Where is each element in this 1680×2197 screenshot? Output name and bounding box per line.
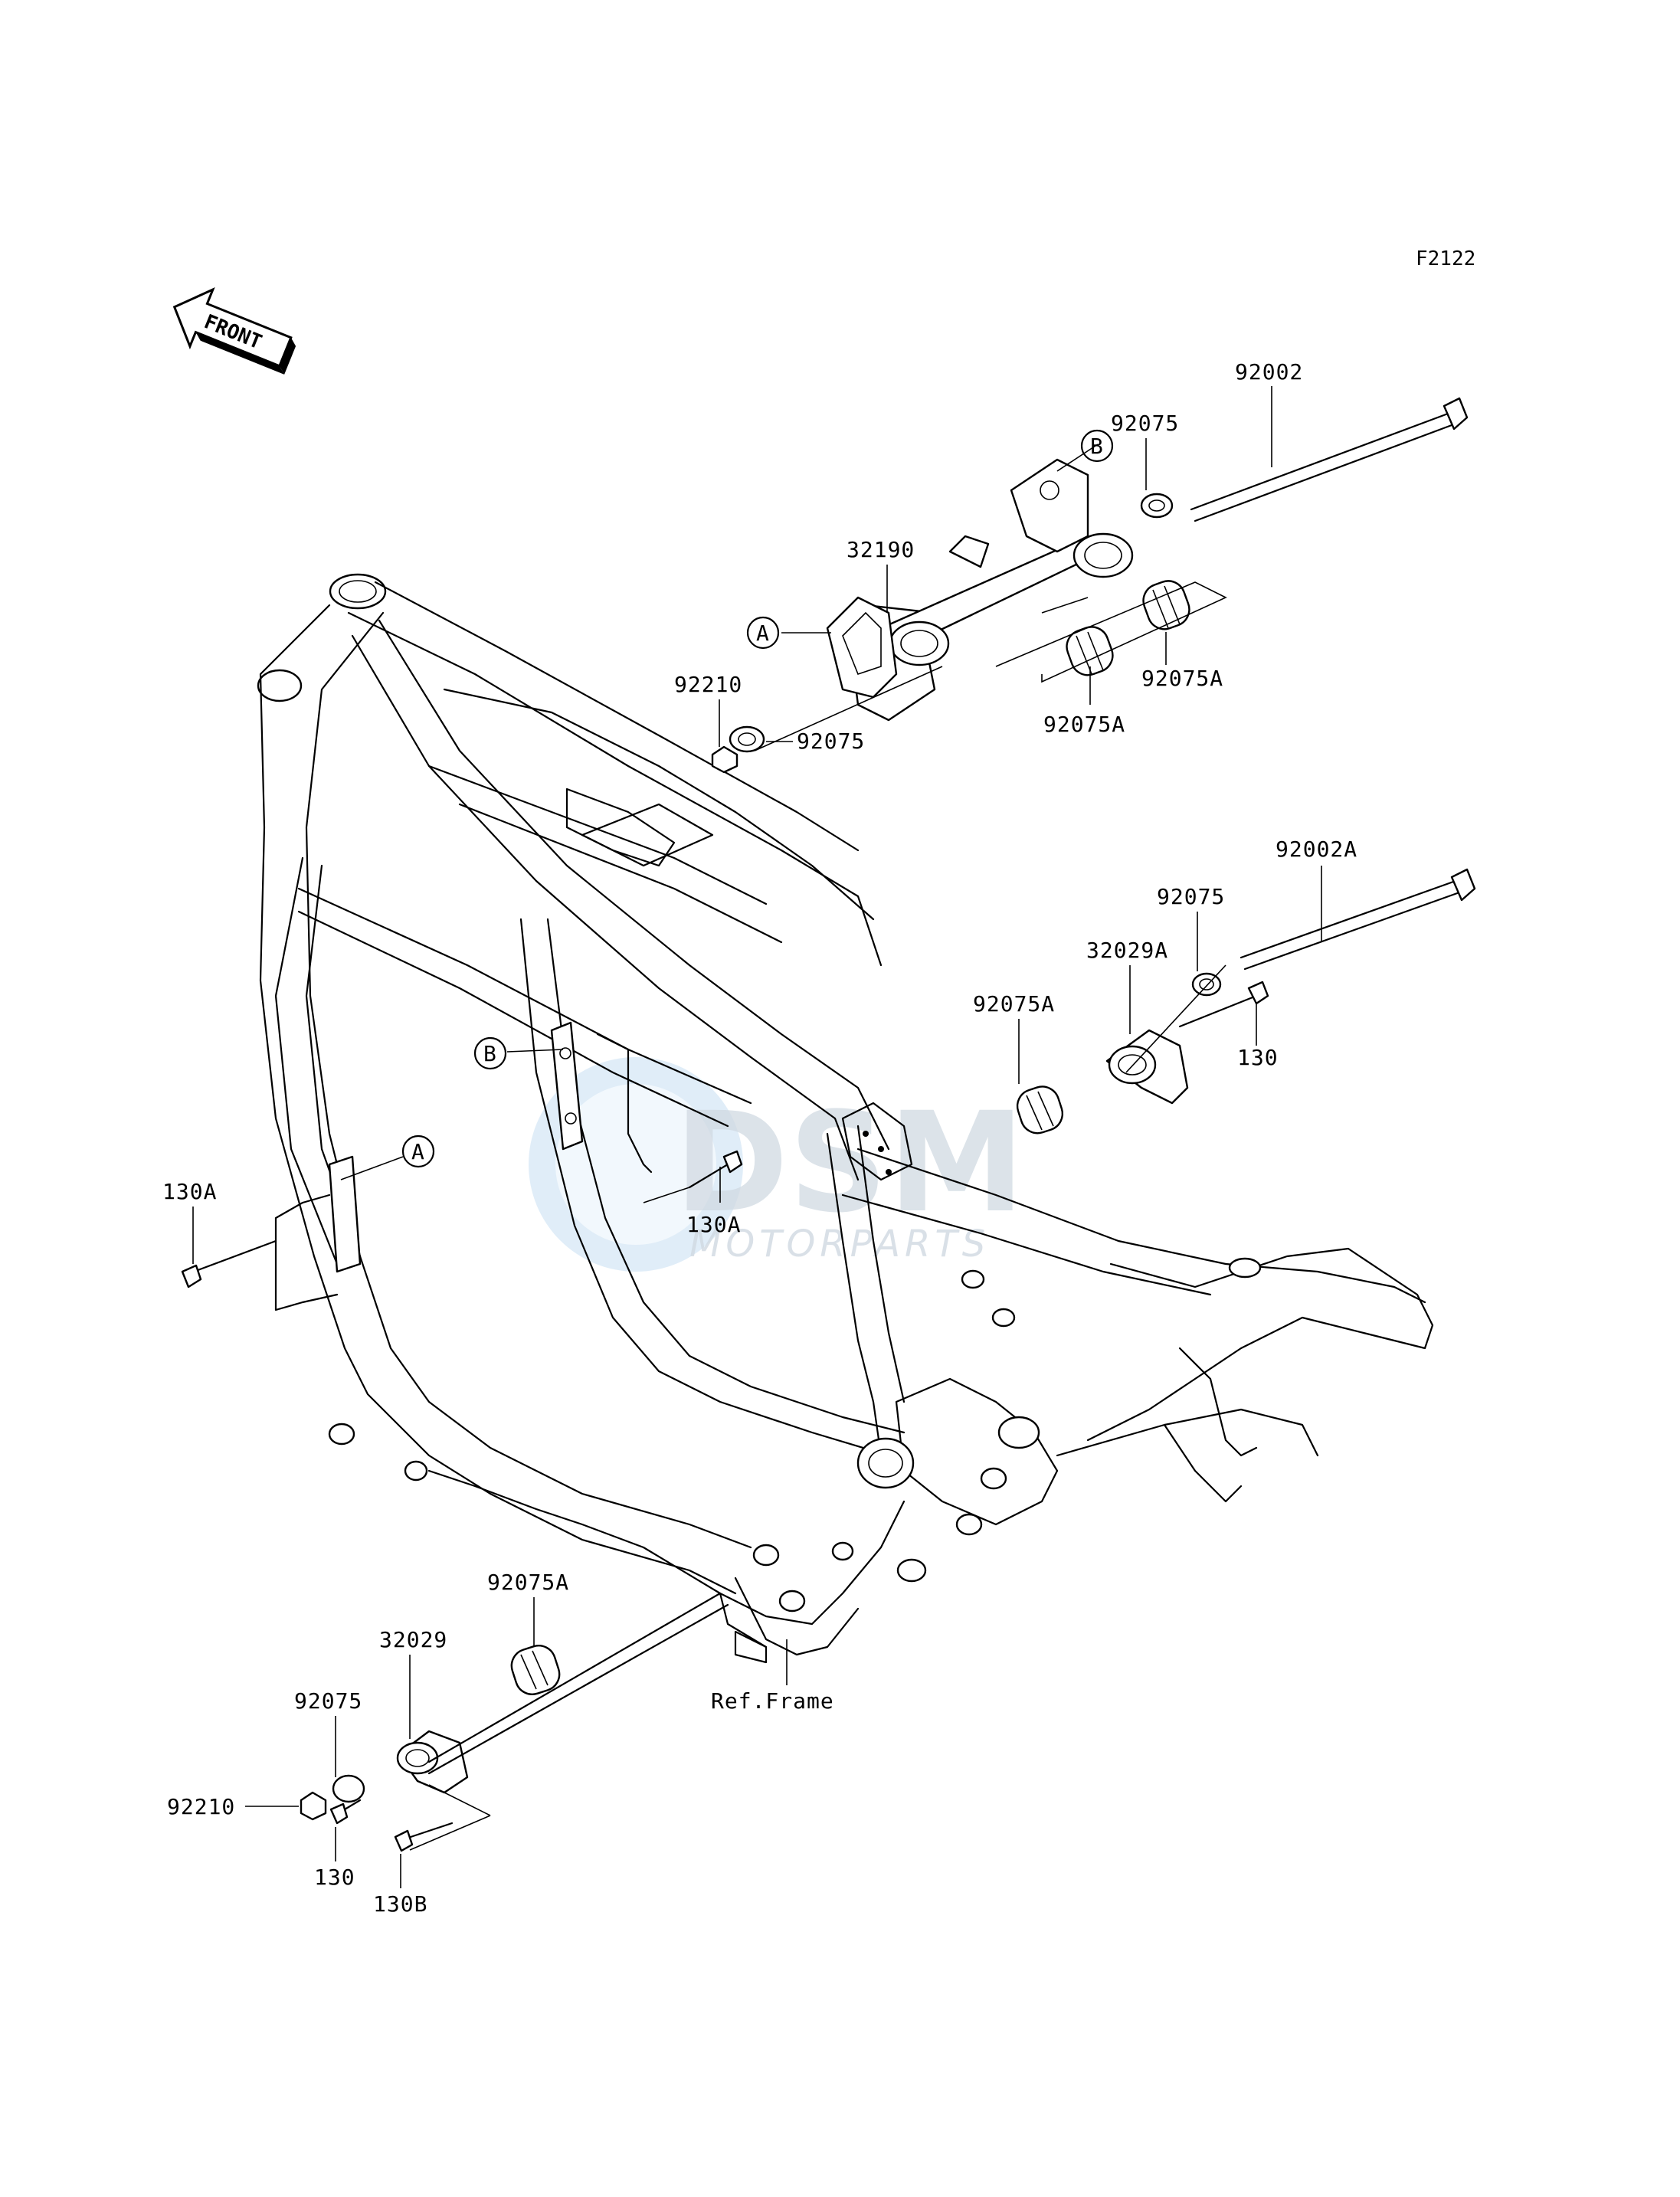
front-arrow-icon: FRONT [172, 287, 296, 375]
part-label-92075-r: 92075 [1157, 884, 1225, 909]
lower-engine-mount-32029 [300, 1592, 729, 1852]
watermark-sub: MOTORPARTS [689, 1223, 990, 1265]
part-label-130A-c: 130A [686, 1212, 741, 1237]
part-label-32190: 32190 [847, 537, 915, 562]
damper-92075A-upper [1142, 580, 1190, 630]
watermark: DSM MOTORPARTS [529, 1057, 1025, 1272]
part-label-92075-top: 92075 [1111, 411, 1179, 436]
part-label-92002: 92002 [1235, 359, 1303, 385]
callout-b-frame-label: B [483, 1041, 496, 1066]
callout-a-frame-label: A [411, 1139, 424, 1164]
callout-b-frame: B [473, 1036, 507, 1070]
bolt-130A-center [643, 1150, 743, 1203]
frame-bracket-a [274, 1155, 362, 1311]
callout-b-top: B [1080, 429, 1114, 463]
part-labels: 92002 92075 32190 92210 92075 92075A 920… [162, 359, 1357, 1917]
callout-b-top-label: B [1090, 434, 1103, 459]
part-label-130-b: 130 [314, 1865, 355, 1890]
part-label-92210-b: 92210 [167, 1794, 235, 1819]
frame [257, 573, 1434, 1664]
washer-92075-bottom [332, 1774, 365, 1803]
nut-92210-top-icon [711, 745, 738, 774]
damper-92075A-bottom [510, 1645, 561, 1695]
part-label-32029A: 32029A [1086, 938, 1168, 963]
damper-92075A-right [1016, 1085, 1064, 1135]
part-label-92075A-r2: 92075A [1043, 712, 1125, 737]
bushing-right [1073, 532, 1134, 578]
part-label-130A-l: 130A [162, 1179, 217, 1204]
part-label-92075-b: 92075 [294, 1688, 362, 1714]
part-label-32029: 32029 [379, 1627, 447, 1652]
ref-frame-label: Ref.Frame [711, 1688, 834, 1714]
part-label-92075-mid: 92075 [797, 729, 865, 754]
part-label-130-r: 130 [1237, 1045, 1279, 1070]
callout-a-frame: A [401, 1135, 435, 1168]
leader-lines [192, 386, 1322, 1888]
nut-92210-bottom-icon [300, 1791, 327, 1821]
diagram-code: F2122 [1416, 247, 1475, 270]
right-engine-mount-32029A [1016, 868, 1476, 1135]
part-label-92002A: 92002A [1276, 837, 1357, 862]
top-engine-mount-32190 [711, 397, 1469, 774]
damper-92075A-lower [1066, 626, 1114, 676]
callout-a-top-label: A [756, 620, 769, 646]
callout-a-top: A [746, 616, 780, 650]
part-label-130B: 130B [373, 1891, 427, 1917]
bushing-left [889, 620, 950, 666]
part-label-92210-top: 92210 [674, 672, 742, 697]
bolt-130A-left [181, 1239, 277, 1288]
part-label-92075A-r1: 92075A [1141, 666, 1223, 691]
washer-92075-mid [729, 725, 765, 753]
frame-bracket-b [550, 1021, 653, 1174]
part-label-92075A-b: 92075A [487, 1570, 569, 1595]
part-label-92075A-r3: 92075A [973, 991, 1055, 1017]
